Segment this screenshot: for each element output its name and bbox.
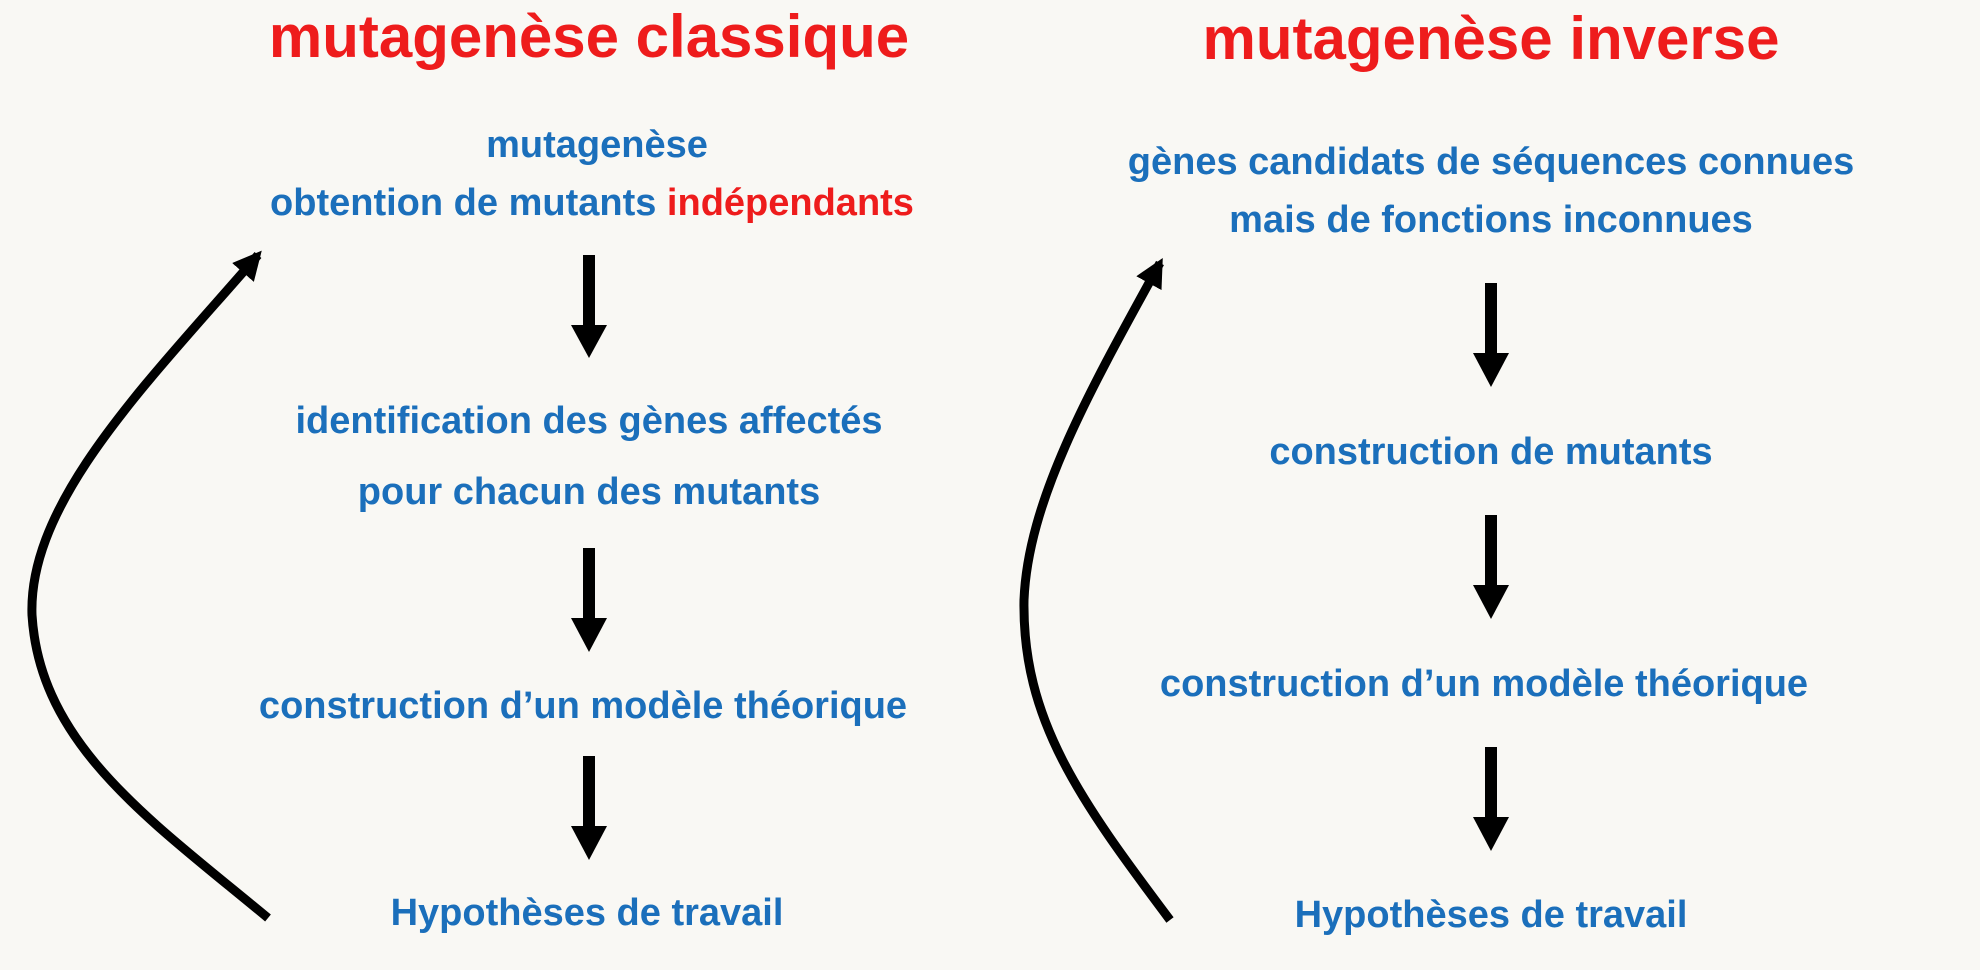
right-step4: Hypothèses de travail: [1294, 894, 1688, 936]
left-step1-line2-text: obtention de mutants: [270, 182, 657, 224]
right-down-arrow-1: [1473, 283, 1509, 387]
right-feedback-arrow: [1019, 257, 1174, 923]
right-step3: construction d’un modèle théorique: [1159, 663, 1809, 705]
right-step1-line2: mais de fonctions inconnues: [1229, 199, 1753, 241]
left-step3: construction d’un modèle théorique: [258, 685, 908, 727]
left-step2-line1: identification des gènes affectés: [295, 400, 883, 442]
right-step2: construction de mutants: [1269, 431, 1713, 473]
left-feedback-arrow: [27, 250, 271, 922]
left-down-arrow-2: [571, 548, 607, 652]
left-step1-highlight: indépendants: [666, 182, 914, 224]
left-step2-line2: pour chacun des mutants: [357, 471, 821, 513]
left-step1-line1: mutagenèse: [486, 124, 708, 166]
right-step1-line1: gènes candidats de séquences connues: [1127, 141, 1855, 183]
right-down-arrow-3: [1473, 747, 1509, 851]
left-step4: Hypothèses de travail: [390, 892, 784, 934]
right-title: mutagenèse inverse: [1202, 5, 1780, 72]
left-down-arrow-1: [571, 255, 607, 358]
left-down-arrow-3: [571, 756, 607, 860]
left-step1-line2: obtention de mutants indépendants: [270, 184, 914, 222]
right-down-arrow-2: [1473, 515, 1509, 619]
left-title: mutagenèse classique: [268, 3, 910, 70]
